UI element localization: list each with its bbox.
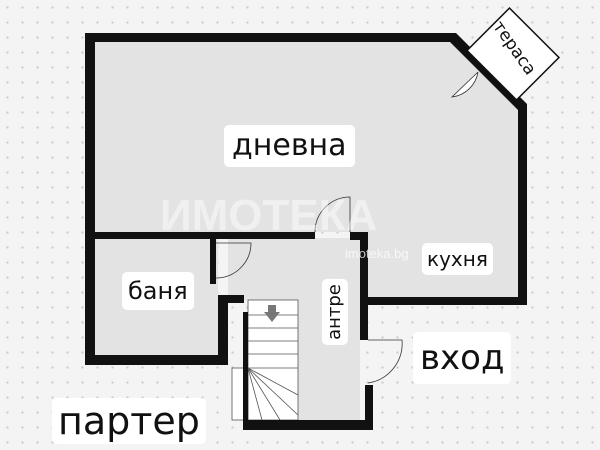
room-label-living: дневна — [224, 125, 355, 167]
room-label-hallway: антре — [321, 279, 348, 345]
watermark-url: imoteka.bg — [345, 246, 409, 261]
terrace-box — [465, 6, 561, 102]
room-label-bathroom: баня — [122, 272, 194, 310]
doors — [215, 71, 479, 384]
floor-label: партер — [52, 398, 206, 444]
staircase — [231, 299, 299, 421]
stair-direction-arrow-icon — [264, 305, 280, 322]
living-room-area — [95, 42, 518, 297]
room-label-kitchen: кухня — [422, 243, 493, 275]
room-label-entrance: вход — [413, 332, 512, 384]
watermark-logo: ИМОТЕКА — [160, 191, 377, 240]
